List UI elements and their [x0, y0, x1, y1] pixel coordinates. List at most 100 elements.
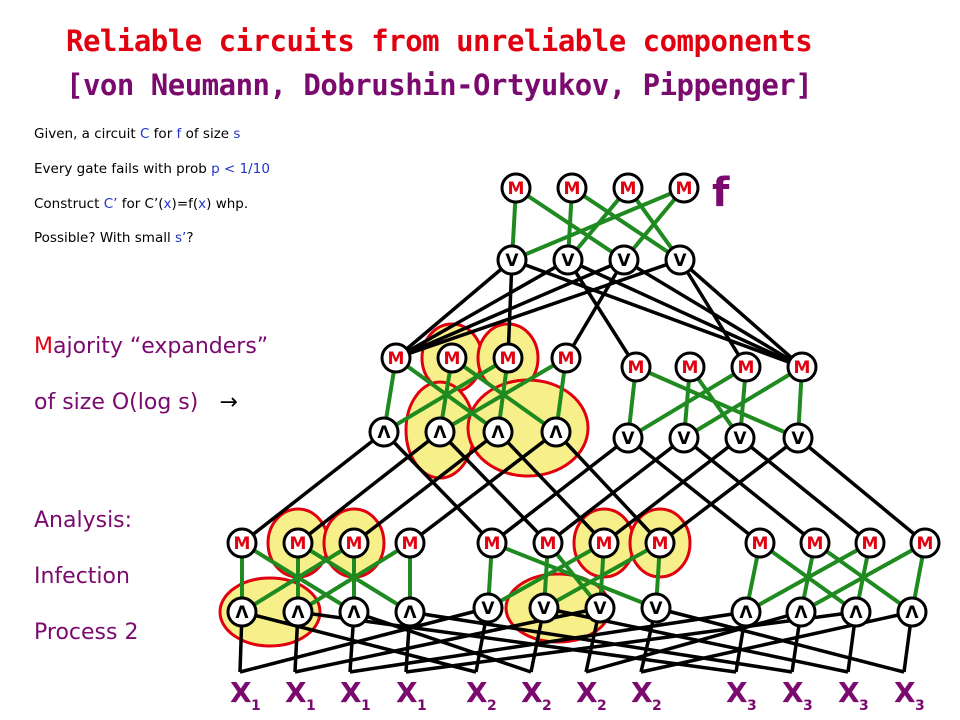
bottom-gate-4-label: V — [481, 599, 495, 619]
bottom-gate-10-circle — [840, 596, 872, 628]
input-label-8: X — [726, 676, 748, 709]
input-label-2: X — [340, 676, 362, 709]
mid-b-or-gate-0-label: V — [621, 429, 635, 449]
input-subscript-2: 1 — [361, 698, 371, 714]
top-or-gate-3-circle — [664, 244, 696, 276]
wire-17 — [496, 430, 606, 545]
expander-edge-3 — [570, 186, 682, 262]
wire-3 — [567, 258, 803, 369]
mid-b-or-gate-2-circle — [724, 422, 756, 454]
wire-12 — [240, 430, 386, 545]
top-majority-gate-3-circle — [668, 172, 700, 204]
top-or-gate-0-circle — [496, 244, 528, 276]
input-label-11: X — [894, 676, 916, 709]
input-subscript-10: 3 — [859, 698, 869, 714]
bottom-majority-gate-0-label: M — [234, 534, 251, 554]
input-label-7: X — [631, 676, 653, 709]
wire-24 — [602, 436, 742, 545]
right-arrow-icon: → — [219, 390, 238, 415]
wire-9 — [566, 259, 638, 368]
mid-b-majority-gate-0-circle — [620, 351, 652, 383]
wire-19 — [554, 430, 662, 545]
title-line-1: Reliable circuits from unreliable compon… — [66, 24, 813, 58]
bottom-gate-0-circle — [226, 596, 258, 628]
wire-27 — [796, 436, 927, 545]
wire-49 — [405, 610, 857, 674]
top-majority-gate-2-circle — [612, 172, 644, 204]
top-or-gate-2-circle — [608, 244, 640, 276]
mid-b-majority-gate-1-circle — [674, 351, 706, 383]
input-subscript-7: 2 — [652, 698, 662, 714]
bottom-gate-0-label: Λ — [235, 603, 249, 623]
bottom-gate-11-circle — [896, 596, 928, 628]
mid-a-majority-gate-1-circle — [436, 342, 468, 374]
bottom-majority-gate-6-circle — [588, 527, 620, 559]
mid-a-majority-gate-0-circle — [380, 342, 412, 374]
mid-a-and-gate-2-circle — [482, 416, 514, 448]
top-majority-gate-0-label: M — [508, 179, 525, 199]
mid-b-majority-gate-3-label: M — [794, 358, 811, 378]
input-label-4: X — [466, 676, 488, 709]
wire-23 — [682, 436, 817, 545]
bottom-majority-gate-5-circle — [532, 527, 564, 559]
wire-6 — [395, 258, 681, 360]
mid-b-majority-gate-2-circle — [730, 351, 762, 383]
wire-2 — [395, 258, 569, 360]
top-majority-gate-1-label: M — [564, 179, 581, 199]
output-f-label: f — [712, 170, 730, 216]
top-majority-gate-3-label: M — [676, 179, 693, 199]
wire-15 — [438, 430, 550, 545]
bottom-gate-3-label: Λ — [403, 603, 417, 623]
bottom-gate-9-circle — [785, 596, 817, 628]
input-subscript-1: 1 — [306, 698, 316, 714]
bottom-gate-8-circle — [730, 596, 762, 628]
mid-a-majority-gate-2-circle — [492, 342, 524, 374]
bottom-gate-7-label: V — [649, 599, 663, 619]
input-label-1: X — [285, 676, 307, 709]
mid-b-majority-gate-2-label: M — [738, 358, 755, 378]
bottom-gate-3-circle — [394, 596, 426, 628]
input-label-3: X — [396, 676, 418, 709]
bottom-majority-gate-3-circle — [394, 527, 426, 559]
mid-a-majority-gate-1-label: M — [444, 349, 461, 369]
bottom-majority-gate-3-label: M — [402, 534, 419, 554]
expander-edge-6 — [622, 186, 686, 262]
bottom-majority-gate-4-label: M — [484, 534, 501, 554]
bottom-gate-9-label: Λ — [794, 603, 808, 623]
mid-a-and-gate-1-circle — [424, 416, 456, 448]
note-line-1: Given, a circuit C for f of size s — [34, 126, 241, 142]
input-label-9: X — [782, 676, 804, 709]
analysis-line-3: Process 2 — [34, 620, 139, 645]
bottom-majority-gate-11-circle — [909, 527, 941, 559]
bottom-majority-gate-7-label: M — [652, 534, 669, 554]
input-label-6: X — [576, 676, 598, 709]
wire-37 — [239, 606, 489, 674]
bottom-majority-gate-1-label: M — [290, 534, 307, 554]
wire-21 — [626, 436, 762, 545]
bottom-majority-gate-8-label: M — [752, 534, 769, 554]
mid-b-or-gate-2-label: V — [733, 429, 747, 449]
input-label-5: X — [521, 676, 543, 709]
mid-a-and-gate-3-label: Λ — [549, 423, 563, 443]
top-or-gate-0-label: V — [505, 251, 519, 271]
wire-13 — [382, 430, 494, 545]
bottom-gate-4-circle — [472, 592, 504, 624]
wire-31 — [297, 610, 737, 674]
bottom-gate-5-circle — [528, 592, 560, 624]
title-line-2: [von Neumann, Dobrushin-Ortyukov, Pippen… — [66, 68, 813, 102]
input-subscript-3: 1 — [417, 698, 427, 714]
note-line-4: Possible? With small s’? — [34, 230, 194, 246]
note-line-3: Construct C’ for C’(x)=f(x) whp. — [34, 196, 249, 212]
bottom-gate-10-label: Λ — [849, 603, 863, 623]
top-or-gate-1-circle — [552, 244, 584, 276]
mid-b-or-gate-3-label: V — [791, 429, 805, 449]
wire-14 — [296, 430, 442, 545]
wire-1 — [511, 258, 803, 369]
input-subscript-4: 2 — [487, 698, 497, 714]
expander-edge-7 — [566, 186, 630, 262]
bottom-gate-6-label: V — [593, 599, 607, 619]
bottom-gate-2-label: Λ — [347, 603, 361, 623]
bottom-gate-7-circle — [640, 592, 672, 624]
bottom-majority-gate-7-circle — [644, 527, 676, 559]
